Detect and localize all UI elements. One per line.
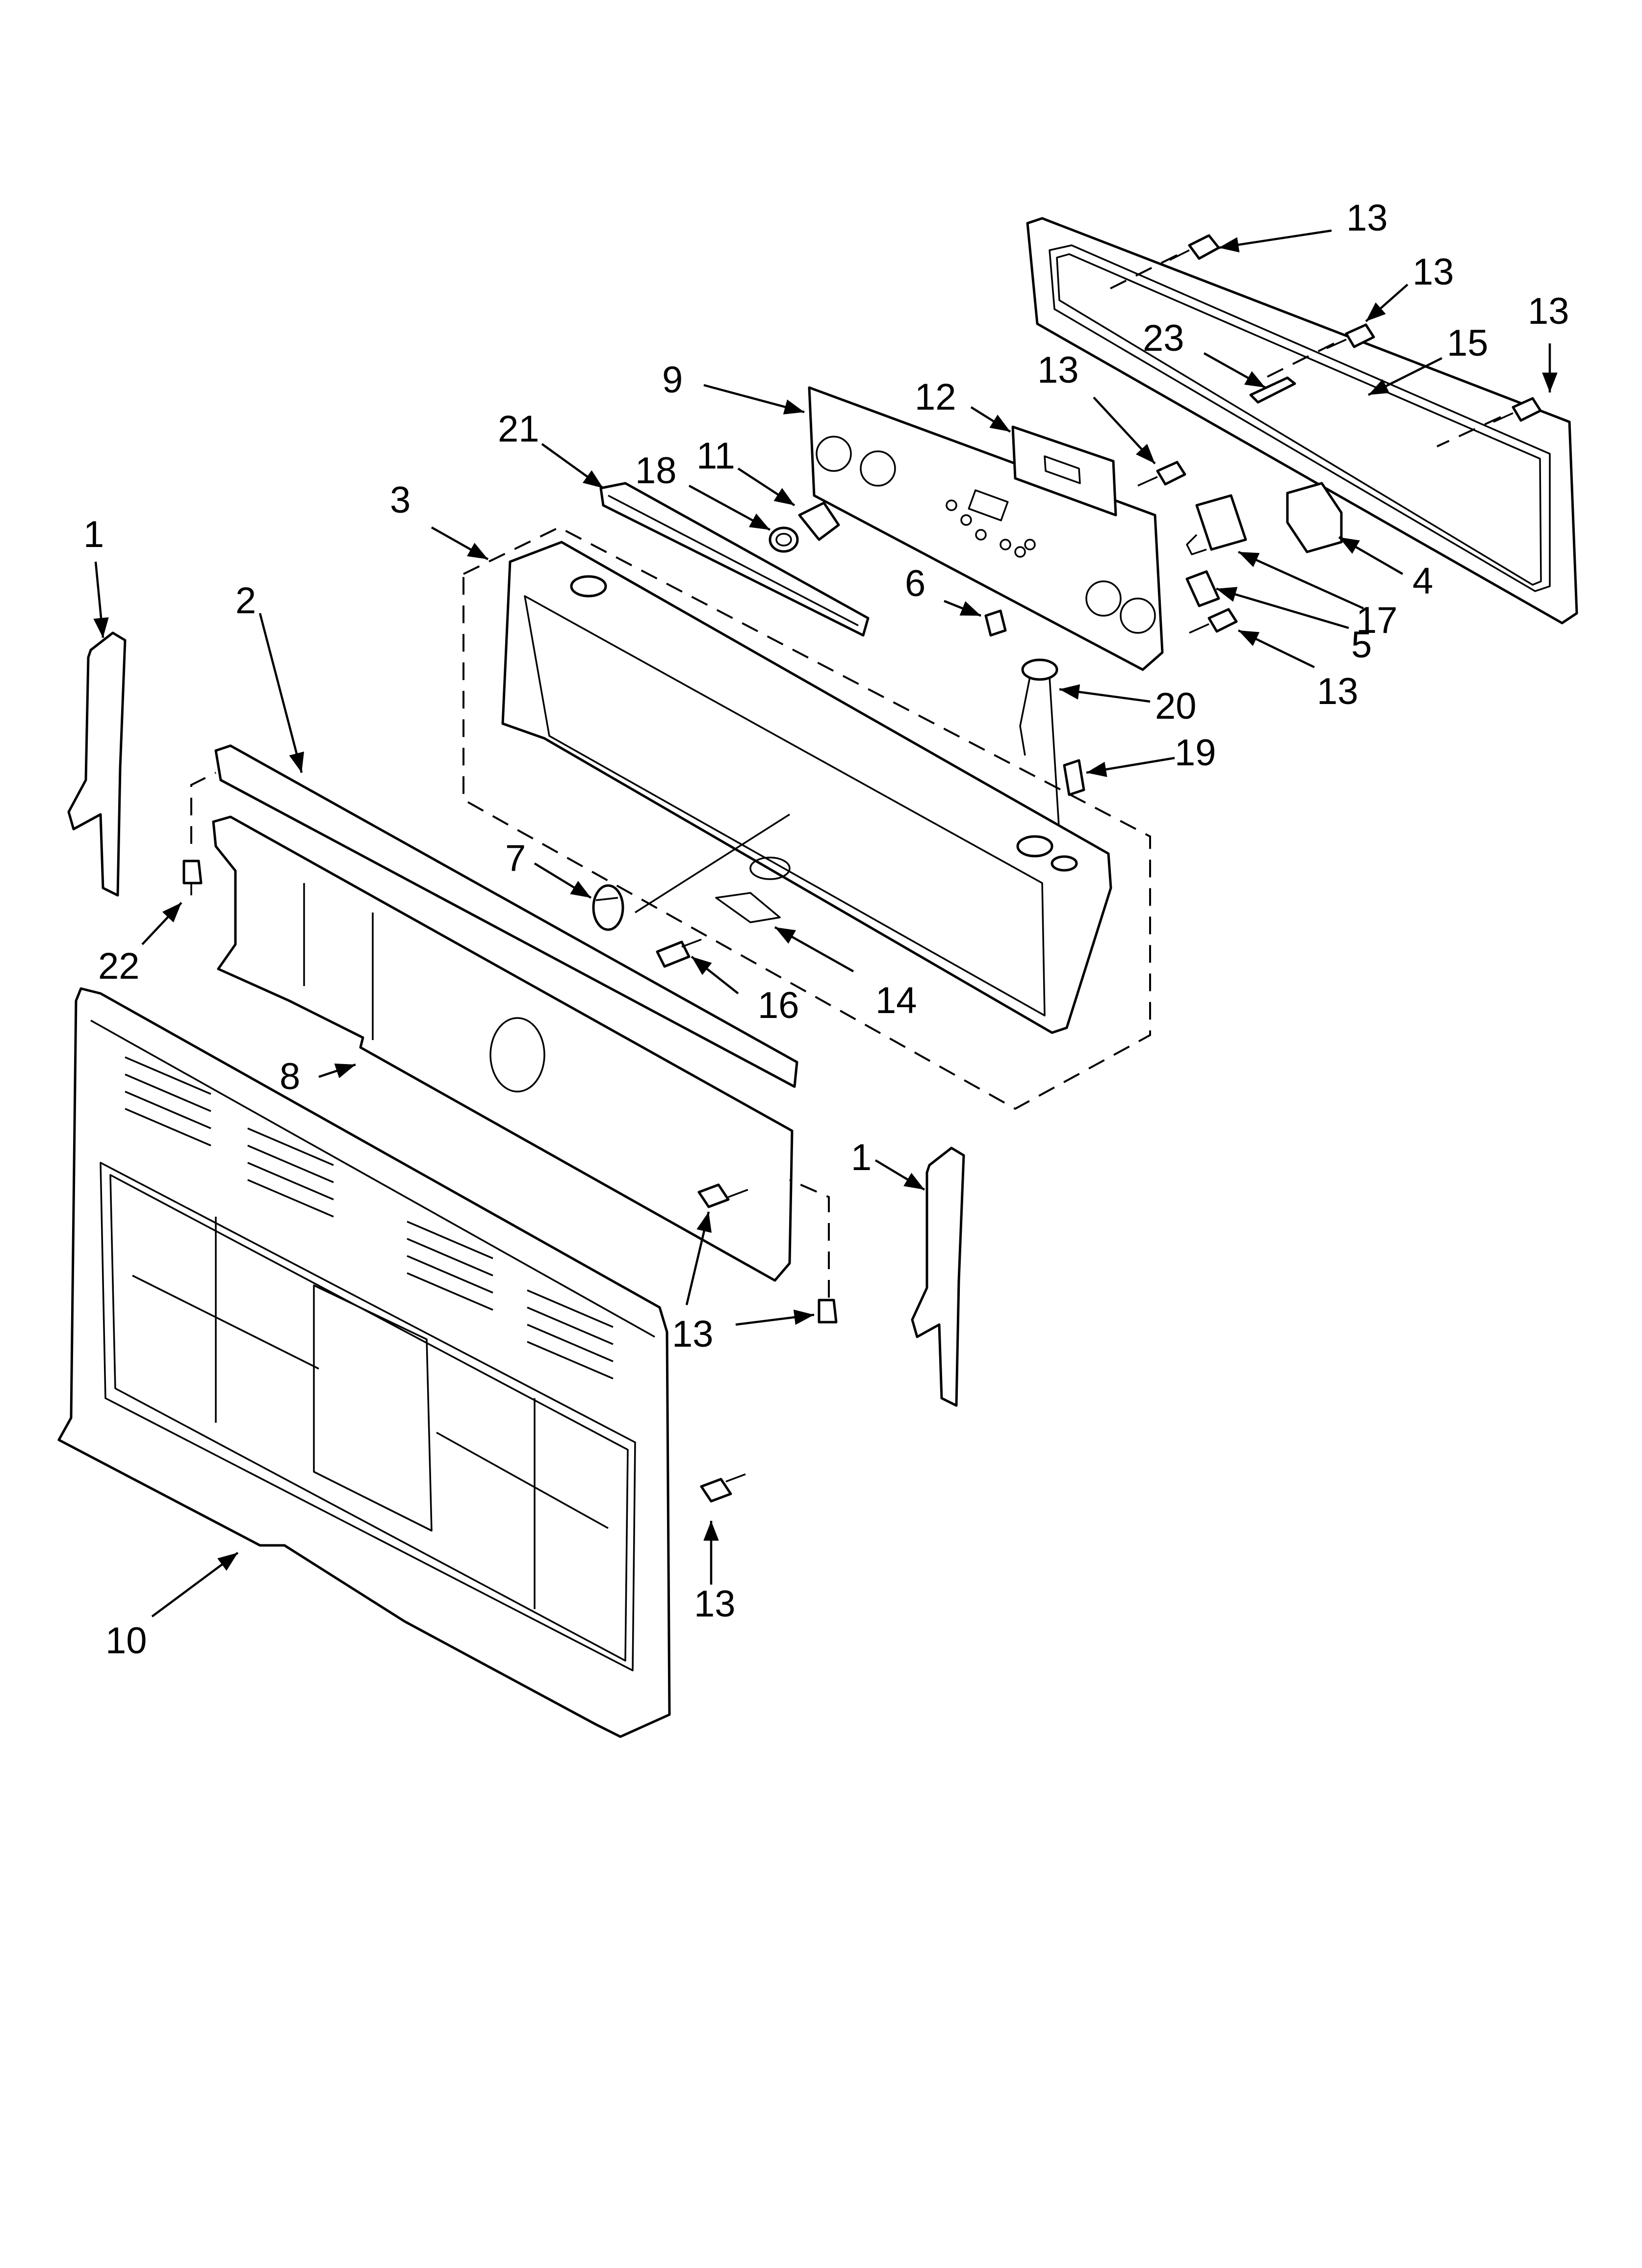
electronic-control-12 xyxy=(1011,425,1117,517)
install-line-c xyxy=(1437,416,1501,447)
screw-16 xyxy=(656,938,702,968)
switch-5 xyxy=(1185,570,1220,607)
leader-lines xyxy=(93,229,1558,1617)
button-18 xyxy=(769,526,799,553)
callout-13: 13 xyxy=(1037,349,1079,391)
callout-8: 8 xyxy=(280,1056,300,1097)
callout-10: 10 xyxy=(105,1620,147,1662)
switch-19 xyxy=(1063,759,1085,796)
install-line-7 xyxy=(635,813,790,913)
callout-12: 12 xyxy=(915,376,956,418)
screw-13-d xyxy=(1137,461,1186,487)
screw-13-b xyxy=(1326,323,1375,349)
callout-15: 15 xyxy=(1447,322,1488,364)
harness-20 xyxy=(1019,658,1060,834)
callout-14: 14 xyxy=(875,980,917,1021)
side-trim-1-right xyxy=(911,1147,965,1407)
callout-21: 21 xyxy=(498,408,539,450)
install-line-13-g xyxy=(789,1179,830,1298)
bracket-21 xyxy=(599,482,870,637)
callout-22: 22 xyxy=(98,945,140,987)
screw-13-g xyxy=(818,1299,838,1324)
knob-6 xyxy=(984,609,1007,637)
screw-22 xyxy=(182,860,203,895)
side-trim-1-left xyxy=(67,631,127,897)
switch-17 xyxy=(1186,494,1247,555)
callout-13: 13 xyxy=(694,1583,736,1625)
callout-13: 13 xyxy=(1412,251,1454,293)
callout-4: 4 xyxy=(1412,560,1433,602)
screw-13-e xyxy=(1189,608,1238,634)
rear-trim-bracket xyxy=(1026,217,1578,625)
callout-11: 11 xyxy=(696,435,735,477)
switch-11 xyxy=(798,501,840,541)
install-line-22 xyxy=(190,772,216,844)
callout-13: 13 xyxy=(1317,671,1359,712)
callout-23: 23 xyxy=(1143,317,1184,359)
control-console-3 xyxy=(501,541,1112,1034)
screw-13-f xyxy=(697,1183,748,1208)
install-line-b xyxy=(1265,342,1334,379)
callout-9: 9 xyxy=(662,359,683,401)
callout-5: 5 xyxy=(1351,624,1372,666)
screw-13-h xyxy=(700,1473,746,1503)
callout-3: 3 xyxy=(390,479,410,521)
clip-23 xyxy=(1249,376,1296,404)
screw-13-a xyxy=(1169,234,1220,261)
callout-7: 7 xyxy=(505,837,526,879)
callout-labels: 13 13 13 23 15 9 12 13 21 18 11 3 4 17 6… xyxy=(83,197,1569,1662)
callout-13: 13 xyxy=(1346,197,1388,239)
callout-17: 17 xyxy=(1356,600,1398,641)
callout-1: 1 xyxy=(83,514,104,555)
group-box-3 xyxy=(462,526,1151,1110)
callout-13: 13 xyxy=(672,1313,714,1355)
callout-13: 13 xyxy=(1528,290,1569,332)
callout-2: 2 xyxy=(235,580,256,622)
callout-16: 16 xyxy=(758,985,799,1026)
callout-1: 1 xyxy=(851,1137,872,1178)
callout-6: 6 xyxy=(905,563,925,604)
vent-slots xyxy=(125,1056,614,1380)
manifold-panel-2 xyxy=(214,744,798,1088)
callout-18: 18 xyxy=(635,450,677,492)
screw-13-c xyxy=(1493,397,1542,423)
manifold-back-8 xyxy=(212,815,794,1282)
knob-7 xyxy=(592,884,624,931)
lower-panel-10 xyxy=(57,987,671,1738)
install-line-a xyxy=(1108,254,1178,290)
callout-19: 19 xyxy=(1175,732,1216,774)
callout-20: 20 xyxy=(1155,685,1197,727)
